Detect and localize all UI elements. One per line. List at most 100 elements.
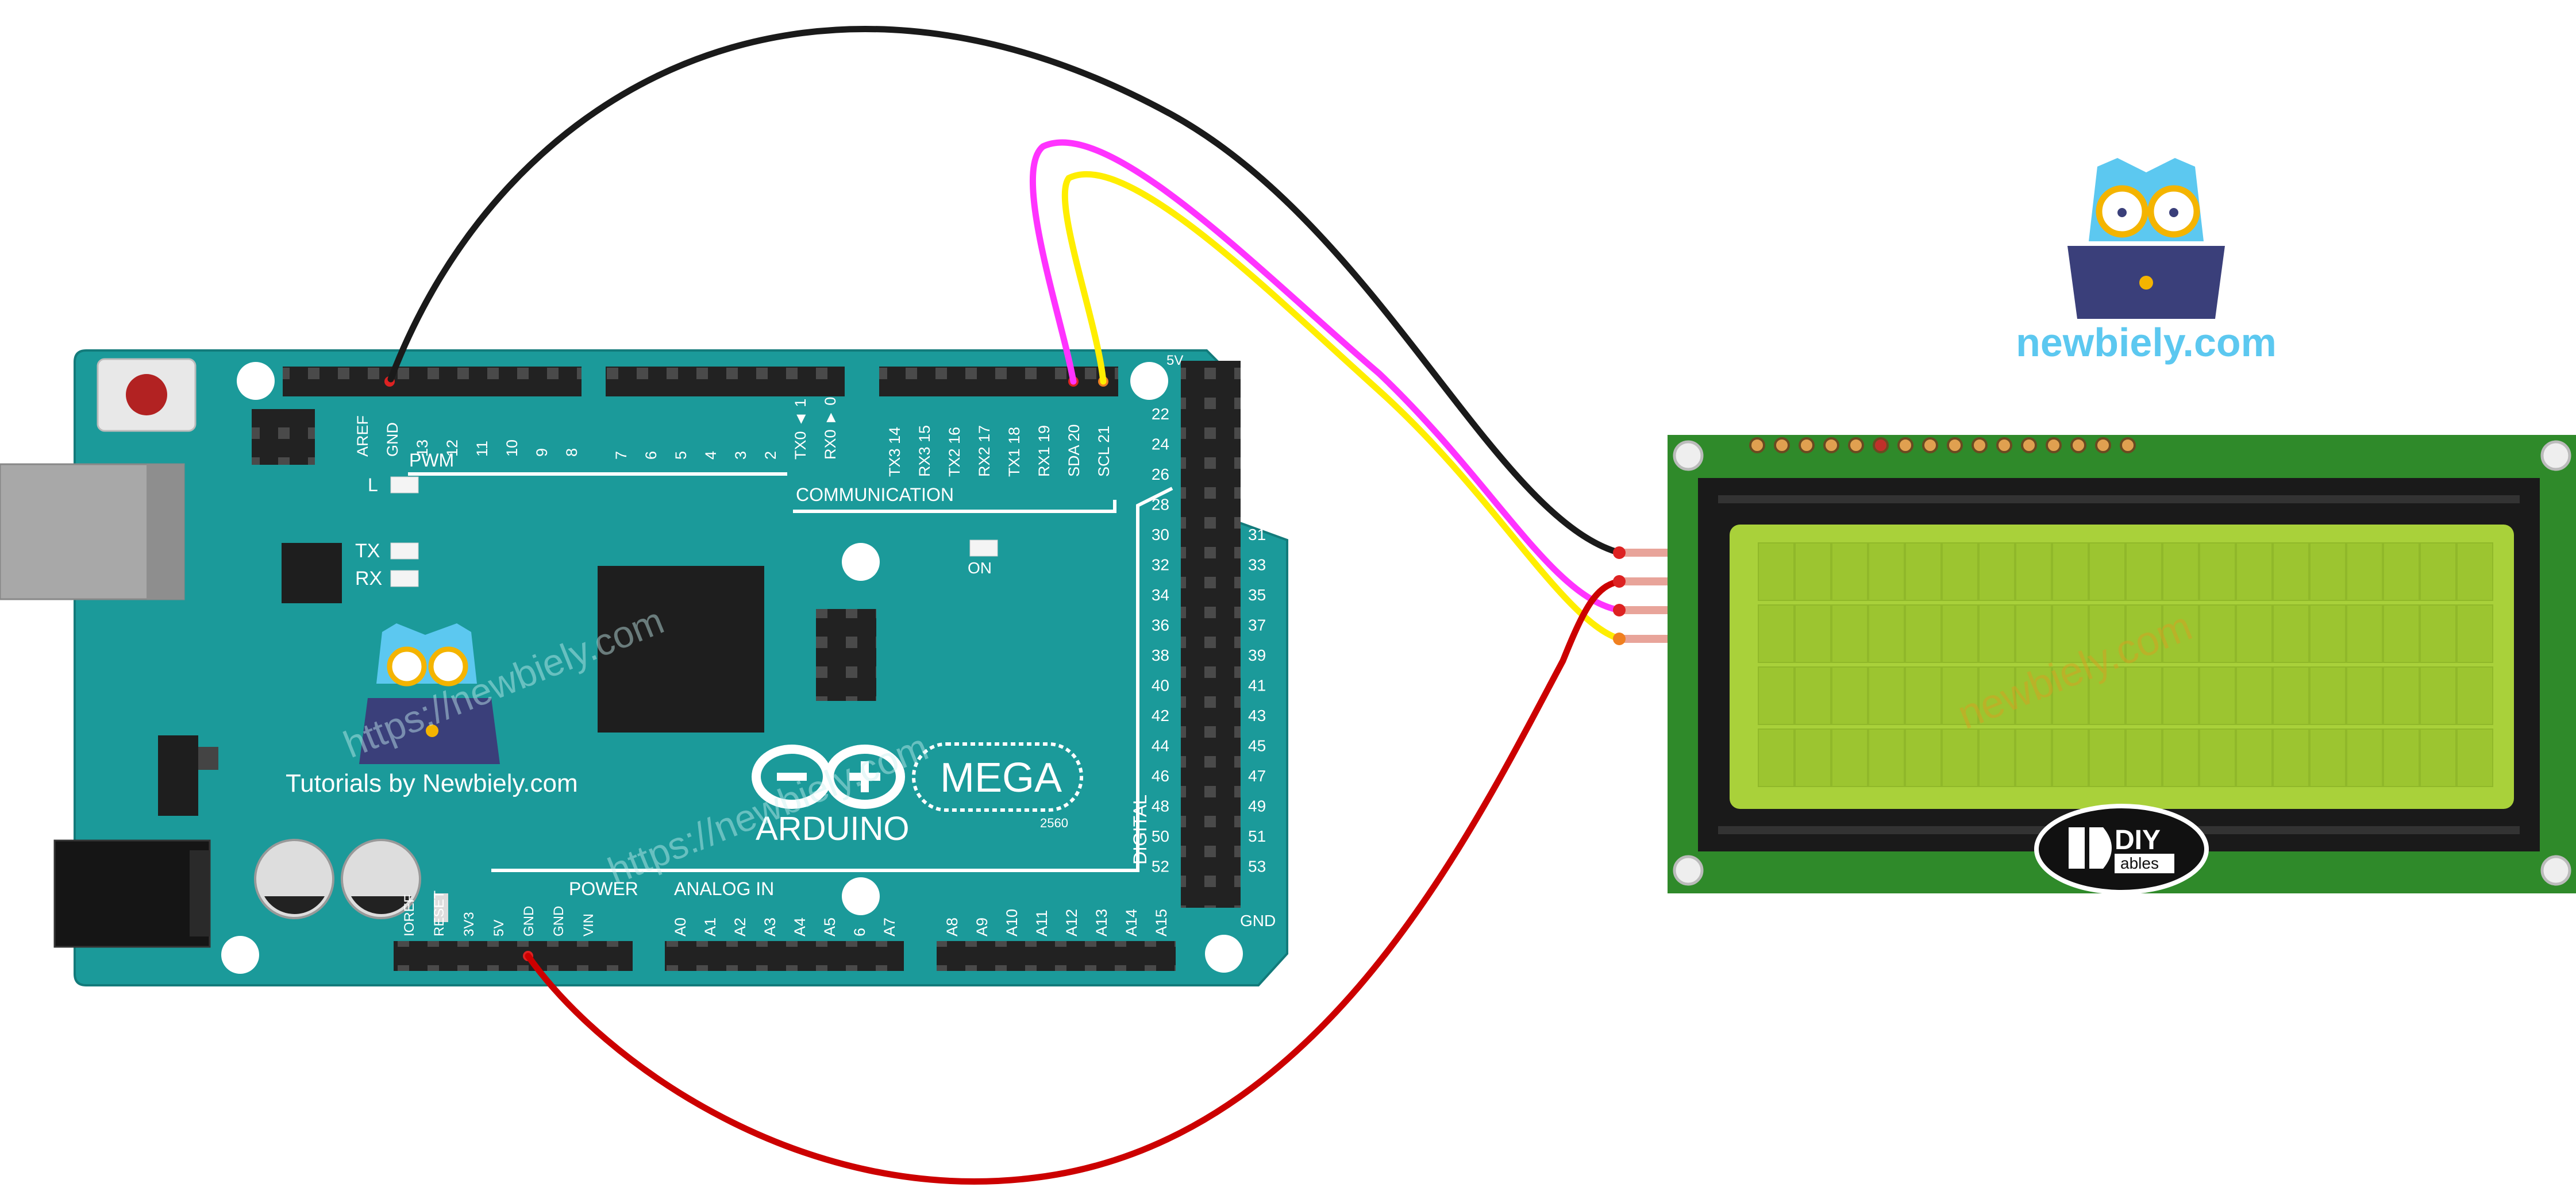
lcd-vcc-marker (1613, 575, 1626, 588)
lcd-pad (1947, 437, 1963, 453)
analog-in-label: ANALOG IN (674, 878, 774, 899)
gnd-wire (387, 25, 1623, 556)
lcd-char-cell (2383, 666, 2420, 725)
pin-label: A1 (702, 918, 719, 936)
pin-label: SCL 21 (1095, 426, 1112, 477)
pin-label: TX0 ◄ 1 (792, 399, 809, 460)
pin-label: 43 (1248, 707, 1266, 724)
lcd-char-cell (2089, 666, 2126, 725)
communication-line (793, 500, 1116, 513)
lcd-char-cell (1758, 666, 1795, 725)
lcd-sda-marker (1613, 604, 1626, 616)
lcd-mount-hole (2540, 855, 2571, 886)
lcd-char-cell (1831, 604, 1868, 663)
pin-label: 6 (851, 928, 868, 936)
pin-label: A8 (944, 918, 961, 936)
pin-label: 13 (414, 440, 431, 457)
pin-label: SDA 20 (1065, 424, 1083, 477)
pin-label: 31 (1248, 526, 1266, 543)
lcd-scl-marker (1613, 633, 1626, 645)
lcd-char-cell (2309, 728, 2346, 787)
lcd-char-cell (1905, 604, 1942, 663)
lcd-char-cell (2126, 604, 2162, 663)
communication-label: COMMUNICATION (796, 484, 954, 505)
scl-wire (1061, 171, 1623, 642)
lcd-char-cell (2346, 728, 2383, 787)
lcd-pad (1972, 437, 1988, 453)
lcd-char-cell (2162, 604, 2199, 663)
led-rx (390, 570, 419, 587)
digital-double-header (1181, 361, 1241, 908)
pin-label: A11 (1033, 910, 1050, 936)
pin-label: 33 (1248, 556, 1266, 574)
diyables-logo-sub: ables (2120, 854, 2159, 872)
mega-badge (912, 742, 1083, 812)
lcd-char-cell (1942, 666, 1978, 725)
lcd-pad (1749, 437, 1765, 453)
pin-label: 5V (491, 920, 507, 936)
lcd-char-cell (2420, 666, 2456, 725)
lcd-char-cell (2420, 728, 2456, 787)
lcd-pad (1873, 437, 1889, 453)
lcd-pad (2095, 437, 2111, 453)
newbiely-logo: newbiely.com (2016, 158, 2277, 365)
lcd-pad (1897, 437, 1913, 453)
board-caption: Tutorials by Newbiely.com (286, 769, 578, 797)
pin-label: 10 (503, 440, 521, 457)
pin-label: IOREF (402, 895, 417, 936)
lcd-char-cell (2162, 666, 2199, 725)
pin-label: RX3 15 (916, 425, 933, 477)
mount-hole (842, 877, 880, 915)
power-label: POWER (569, 878, 638, 899)
lcd-char-cell (2089, 728, 2126, 787)
pin-label: 3 (732, 451, 749, 460)
pin-label: 34 (1152, 586, 1169, 604)
pin-label: 2 (762, 451, 779, 460)
pin-label: 5 (672, 451, 690, 460)
pin-label: RX1 19 (1035, 425, 1053, 477)
pin-label: 7 (613, 451, 630, 460)
lcd-char-cell (2052, 604, 2089, 663)
lcd-pad (1823, 437, 1839, 453)
reset-button-cap (126, 374, 167, 415)
dc-jack-edge (190, 850, 210, 936)
lcd-char-cell (2199, 728, 2236, 787)
lcd-mount-hole (1673, 440, 1704, 471)
lcd-char-cell (2052, 542, 2089, 601)
diyables-logo: DIY ables (2034, 804, 2209, 895)
pin-label: 47 (1248, 767, 1266, 785)
pin-label: 37 (1248, 616, 1266, 634)
5v-label: 5V (1166, 353, 1183, 368)
pin-label: 46 (1152, 767, 1169, 785)
pin-label: 52 (1152, 858, 1169, 876)
lcd-char-cell (2162, 542, 2199, 601)
lcd-pad (1996, 437, 2012, 453)
pin-label: A4 (791, 918, 808, 936)
wires (387, 25, 1626, 1185)
pwm-label: PWM (409, 450, 454, 471)
lcd-char-cell (1942, 542, 1978, 601)
analog-header-a (665, 941, 904, 971)
lcd-char-cell (2383, 542, 2420, 601)
lcd-char-cell (1795, 728, 1831, 787)
pin-label: 6 (642, 451, 660, 460)
lcd-char-cell (1868, 666, 1905, 725)
pin-label: A9 (973, 918, 991, 936)
lcd-character-grid (1758, 542, 2493, 787)
lcd-pad (1848, 437, 1864, 453)
usb-chip (282, 543, 342, 603)
lcd-pad (2046, 437, 2062, 453)
lcd-char-cell (1978, 604, 2015, 663)
lcd-char-cell (2346, 604, 2383, 663)
lcd-char-cell (1758, 604, 1795, 663)
usb-connector-edge (147, 464, 184, 599)
lcd-char-cell (2126, 728, 2162, 787)
analog-header-b (937, 941, 1176, 971)
lcd-pad (1774, 437, 1790, 453)
power-line (491, 487, 1173, 872)
diyables-logo-main: DIY (2115, 825, 2161, 855)
